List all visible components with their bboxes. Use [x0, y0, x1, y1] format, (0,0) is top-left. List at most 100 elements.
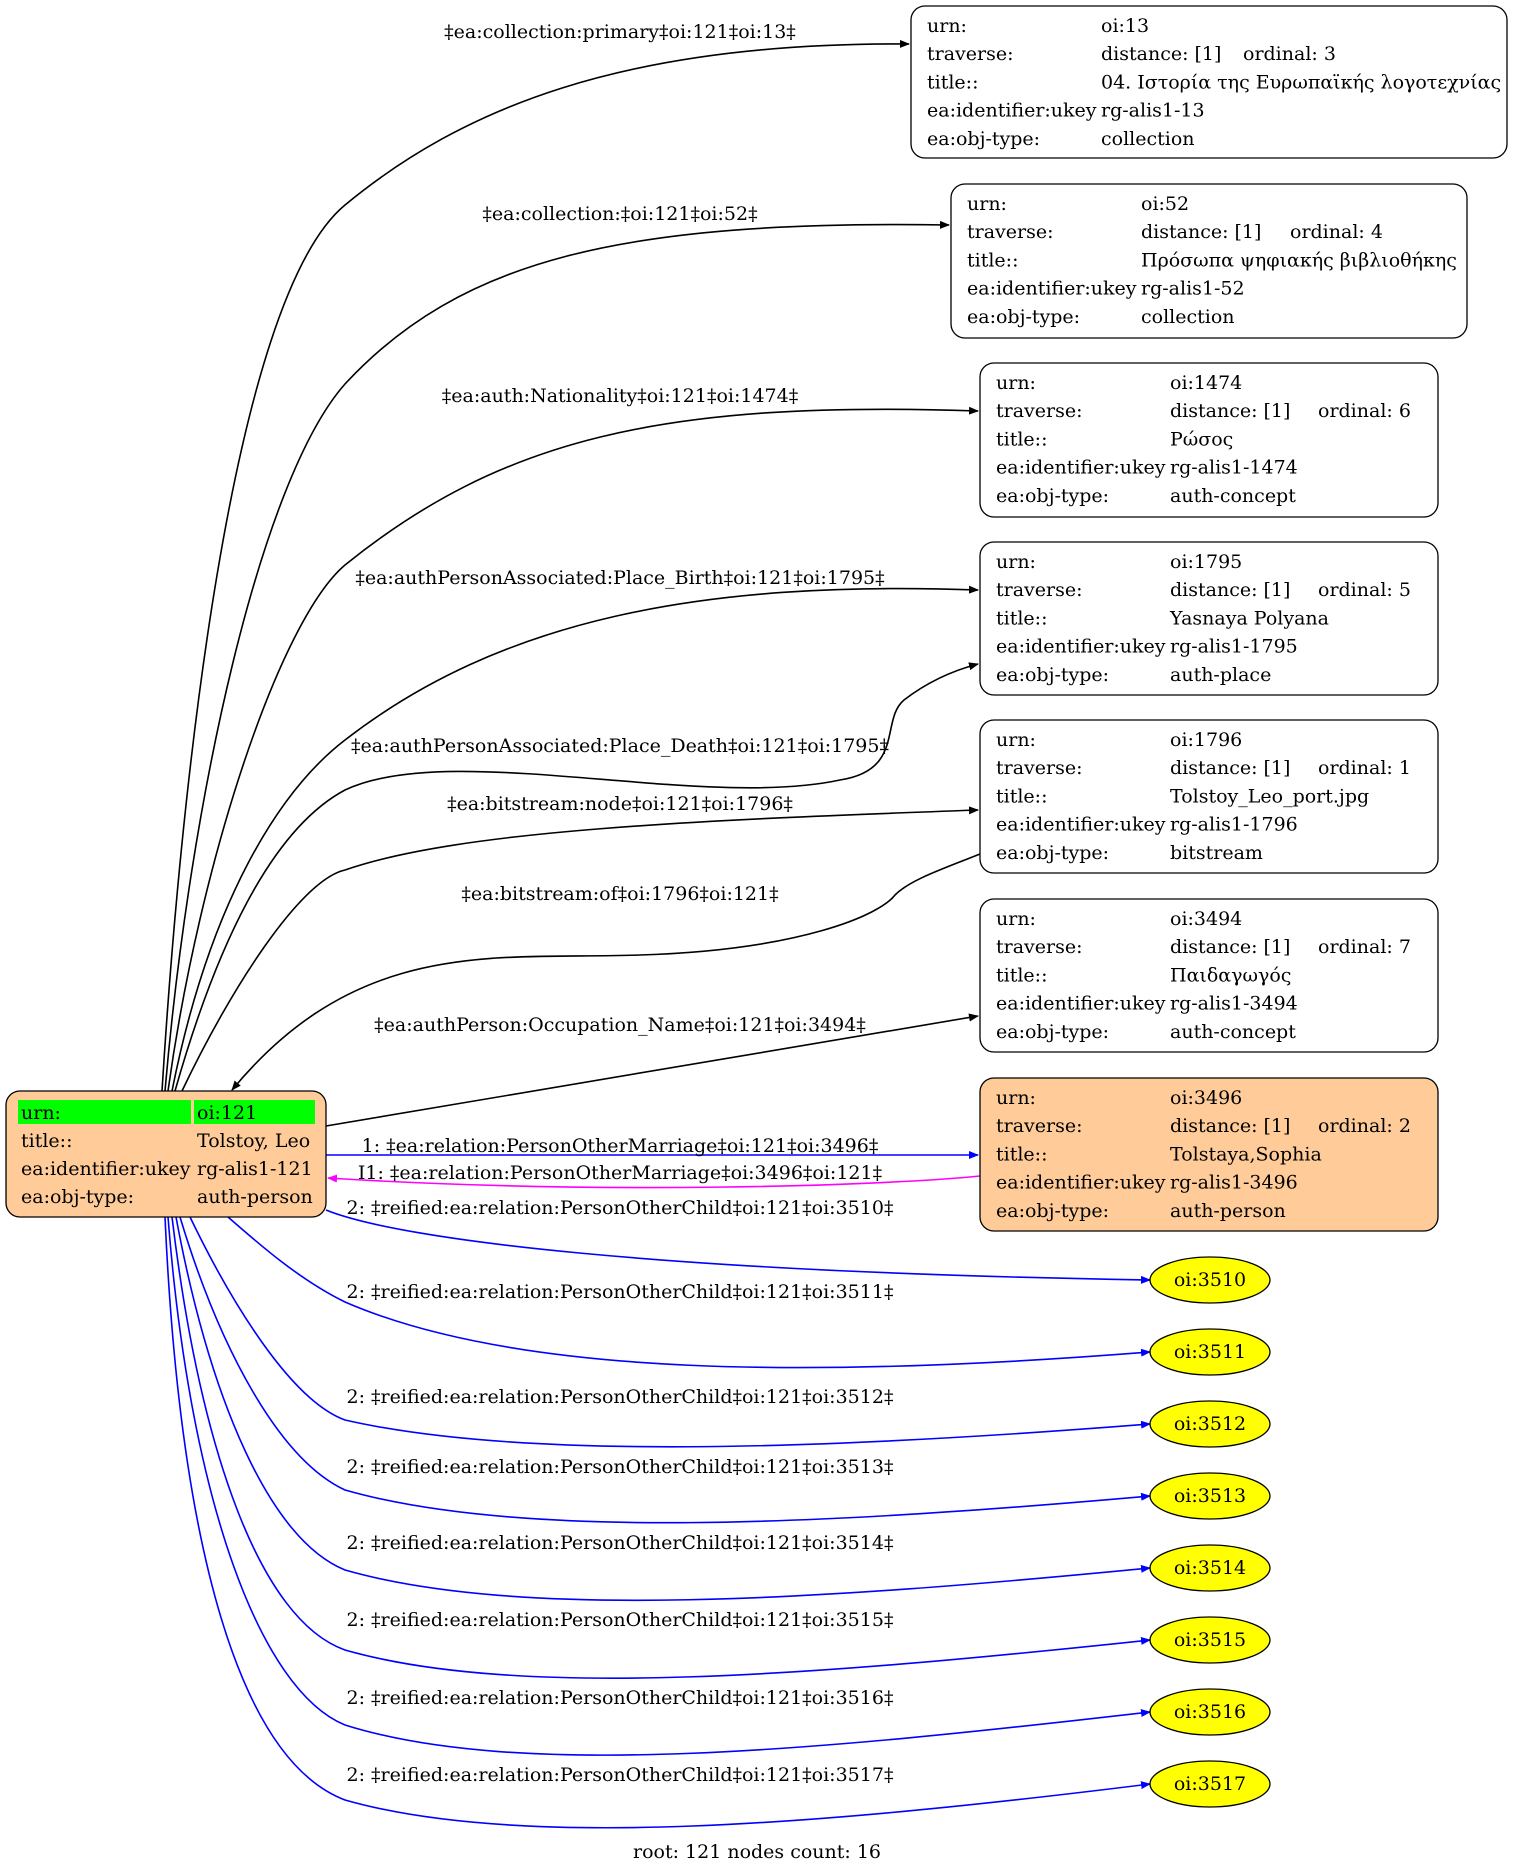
child-ellipse [1149, 1760, 1271, 1808]
child-ellipse [1149, 1328, 1271, 1376]
record-key: title:: [967, 249, 1018, 271]
edge-label-16: 2: ‡reified:ea:relation:PersonOtherChild… [347, 1609, 894, 1631]
edge-label-10: I1: ‡ea:relation:PersonOtherMarriage‡oi:… [358, 1162, 882, 1184]
edge-4 [171, 585, 979, 1092]
edge-5 [174, 662, 979, 1092]
child-label: oi:3515 [1174, 1629, 1246, 1651]
edge-label-17: 2: ‡reified:ea:relation:PersonOtherChild… [347, 1687, 894, 1709]
edge-label-11: 2: ‡reified:ea:relation:PersonOtherChild… [347, 1197, 894, 1219]
edge-label-8: ‡ea:authPerson:Occupation_Name‡oi:121‡oi… [374, 1014, 866, 1036]
edge-13 [189, 1216, 1151, 1448]
edge-18 [164, 1216, 1151, 1829]
record-value: rg-alis1-3496 [1170, 1172, 1298, 1194]
record-value: rg-alis1-13 [1101, 100, 1205, 122]
child-node-oi3511[interactable]: oi:3511 [1149, 1328, 1271, 1376]
record-key: ea:identifier:ukey [927, 100, 1097, 122]
edge-label-13: 2: ‡reified:ea:relation:PersonOtherChild… [347, 1386, 894, 1408]
record-key: title:: [996, 428, 1047, 450]
root-header-value-cell [194, 1100, 315, 1124]
record-key: ea:identifier:ukey [996, 993, 1166, 1015]
record-value: oi:52 [1141, 193, 1189, 215]
record-key: title:: [927, 71, 978, 93]
child-node-oi3515[interactable]: oi:3515 [1149, 1616, 1271, 1664]
record-key: urn: [996, 372, 1036, 394]
record-key: urn: [996, 729, 1036, 751]
child-node-oi3513[interactable]: oi:3513 [1149, 1472, 1271, 1520]
root-value: Tolstoy, Leo [197, 1130, 310, 1152]
edge-15 [175, 1216, 1151, 1602]
record-value: rg-alis1-1474 [1170, 457, 1298, 479]
record-key: urn: [996, 1087, 1036, 1109]
record-value: oi:1474 [1170, 372, 1242, 394]
record-value: rg-alis1-1795 [1170, 636, 1298, 658]
record-ordinal: ordinal: 2 [1318, 1115, 1411, 1137]
record-key: title:: [996, 785, 1047, 807]
edge-label-15: 2: ‡reified:ea:relation:PersonOtherChild… [347, 1532, 894, 1554]
root-key: ea:obj-type: [21, 1186, 134, 1208]
edge-11 [325, 1209, 1151, 1284]
edge-label-14: 2: ‡reified:ea:relation:PersonOtherChild… [347, 1456, 894, 1478]
child-label: oi:3517 [1174, 1773, 1246, 1795]
record-value: oi:3496 [1170, 1087, 1242, 1109]
record-key: ea:obj-type: [927, 128, 1040, 150]
edge-2 [164, 220, 950, 1092]
child-label: oi:3516 [1174, 1701, 1246, 1723]
edge-label-1: ‡ea:collection:primary‡oi:121‡oi:13‡ [444, 21, 796, 43]
root-key: title:: [21, 1130, 72, 1152]
record-value: distance: [1] [1101, 43, 1221, 65]
record-value: rg-alis1-3494 [1170, 993, 1298, 1015]
child-node-oi3516[interactable]: oi:3516 [1149, 1688, 1271, 1736]
record-value: collection [1141, 306, 1235, 328]
record-key: traverse: [996, 579, 1083, 601]
record-box [979, 719, 1439, 874]
record-key: ea:obj-type: [996, 1200, 1109, 1222]
record-ordinal: ordinal: 3 [1243, 43, 1336, 65]
record-key: traverse: [996, 400, 1083, 422]
child-label: oi:3514 [1174, 1557, 1246, 1579]
child-ellipse [1149, 1688, 1271, 1736]
root-value: oi:121 [197, 1102, 257, 1124]
record-value: rg-alis1-1796 [1170, 814, 1298, 836]
edge-label-7: ‡ea:bitstream:of‡oi:1796‡oi:121‡ [461, 883, 778, 905]
child-node-oi3514[interactable]: oi:3514 [1149, 1544, 1271, 1592]
edge-16 [171, 1216, 1151, 1679]
child-ellipse [1149, 1616, 1271, 1664]
edge-12 [227, 1216, 1151, 1369]
record-value: oi:1795 [1170, 551, 1242, 573]
record-key: ea:identifier:ukey [996, 636, 1166, 658]
record-key: ea:obj-type: [967, 306, 1080, 328]
child-ellipse [1149, 1400, 1271, 1448]
record-key: ea:obj-type: [996, 485, 1109, 507]
root-key: ea:identifier:ukey [21, 1158, 191, 1180]
edge-6 [181, 806, 979, 1092]
child-node-oi3510[interactable]: oi:3510 [1149, 1256, 1271, 1304]
record-box [979, 362, 1439, 518]
record-key: ea:obj-type: [996, 664, 1109, 686]
record-key: ea:identifier:ukey [967, 278, 1137, 300]
child-node-oi3517[interactable]: oi:3517 [1149, 1760, 1271, 1808]
edge-label-9: 1: ‡ea:relation:PersonOtherMarriage‡oi:1… [362, 1135, 879, 1157]
record-value: oi:3494 [1170, 908, 1242, 930]
record-value: bitstream [1170, 842, 1263, 864]
record-value: Yasnaya Polyana [1169, 607, 1329, 629]
record-key: title:: [996, 964, 1047, 986]
record-key: traverse: [927, 43, 1014, 65]
root-header-key-cell [18, 1100, 191, 1124]
record-value: collection [1101, 128, 1195, 150]
record-key: title:: [996, 1143, 1047, 1165]
record-value: Παιδαγωγός [1170, 964, 1291, 986]
graph-footer: root: 121 nodes count: 16 [633, 1841, 881, 1863]
child-node-oi3512[interactable]: oi:3512 [1149, 1400, 1271, 1448]
record-box [950, 183, 1468, 339]
edge-10 [327, 1174, 981, 1189]
